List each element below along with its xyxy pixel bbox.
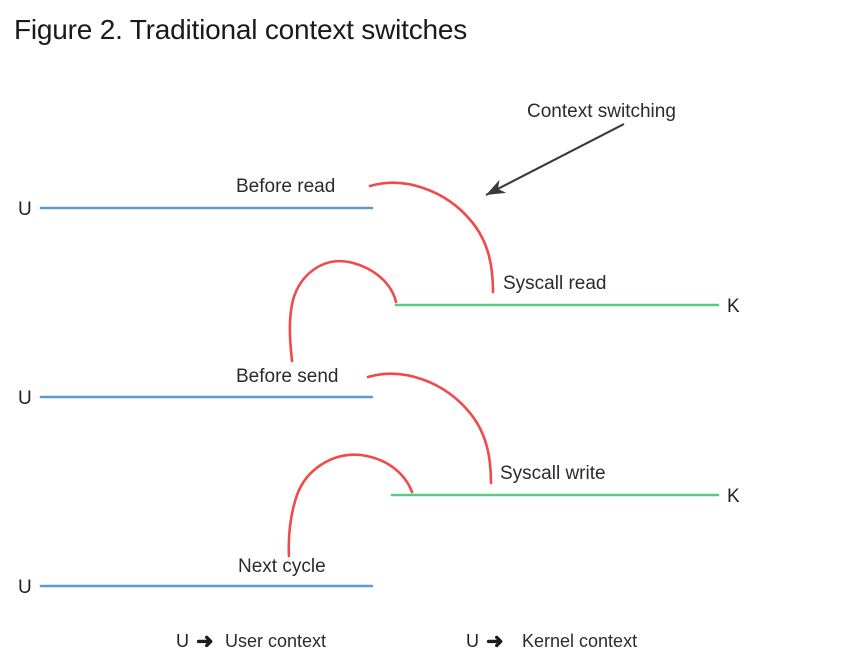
arc-user2-to-kernel2	[366, 372, 493, 485]
legend-item-kernel-context: U ➜ Kernel context	[466, 630, 637, 653]
kernel-lane-2-label: Syscall write	[500, 463, 606, 484]
user-lane-2-letter: U	[18, 388, 32, 409]
kernel-lane-1-letter: K	[727, 296, 740, 317]
user-lane-2-label: Before send	[236, 366, 338, 387]
user-lane-3: U Next cycle	[18, 556, 374, 598]
legend-user-arrow-icon: ➜	[196, 630, 214, 653]
user-lane-1-label: Before read	[236, 176, 335, 197]
kernel-lane-1-label: Syscall read	[503, 273, 607, 294]
kernel-lane-1: Syscall read K	[394, 273, 740, 317]
arc-kernel1-to-user2	[288, 259, 398, 363]
user-lane-1: U Before read	[18, 176, 374, 220]
annotation-label: Context switching	[527, 101, 676, 122]
legend-kernel-letter: U	[466, 631, 479, 651]
legend-user-label: User context	[225, 631, 326, 651]
page-title: Figure 2. Traditional context switches	[14, 14, 468, 45]
user-lane-2: U Before send	[18, 366, 374, 409]
arrow-down-left-icon	[485, 123, 625, 196]
arc-user1-to-kernel1	[368, 181, 495, 294]
kernel-lane-2-letter: K	[727, 486, 740, 507]
arc-kernel2-to-user3	[287, 453, 414, 558]
legend: U ➜ User context U ➜ Kernel context	[176, 630, 637, 653]
legend-kernel-label: Kernel context	[522, 631, 637, 651]
context-switching-annotation: Context switching	[485, 101, 676, 196]
user-lane-3-label: Next cycle	[238, 556, 326, 577]
legend-item-user-context: U ➜ User context	[176, 630, 326, 653]
legend-user-letter: U	[176, 631, 189, 651]
user-lane-3-letter: U	[18, 577, 32, 598]
legend-kernel-arrow-icon: ➜	[486, 630, 504, 653]
kernel-lane-2: Syscall write K	[390, 463, 740, 507]
user-lane-1-letter: U	[18, 199, 32, 220]
